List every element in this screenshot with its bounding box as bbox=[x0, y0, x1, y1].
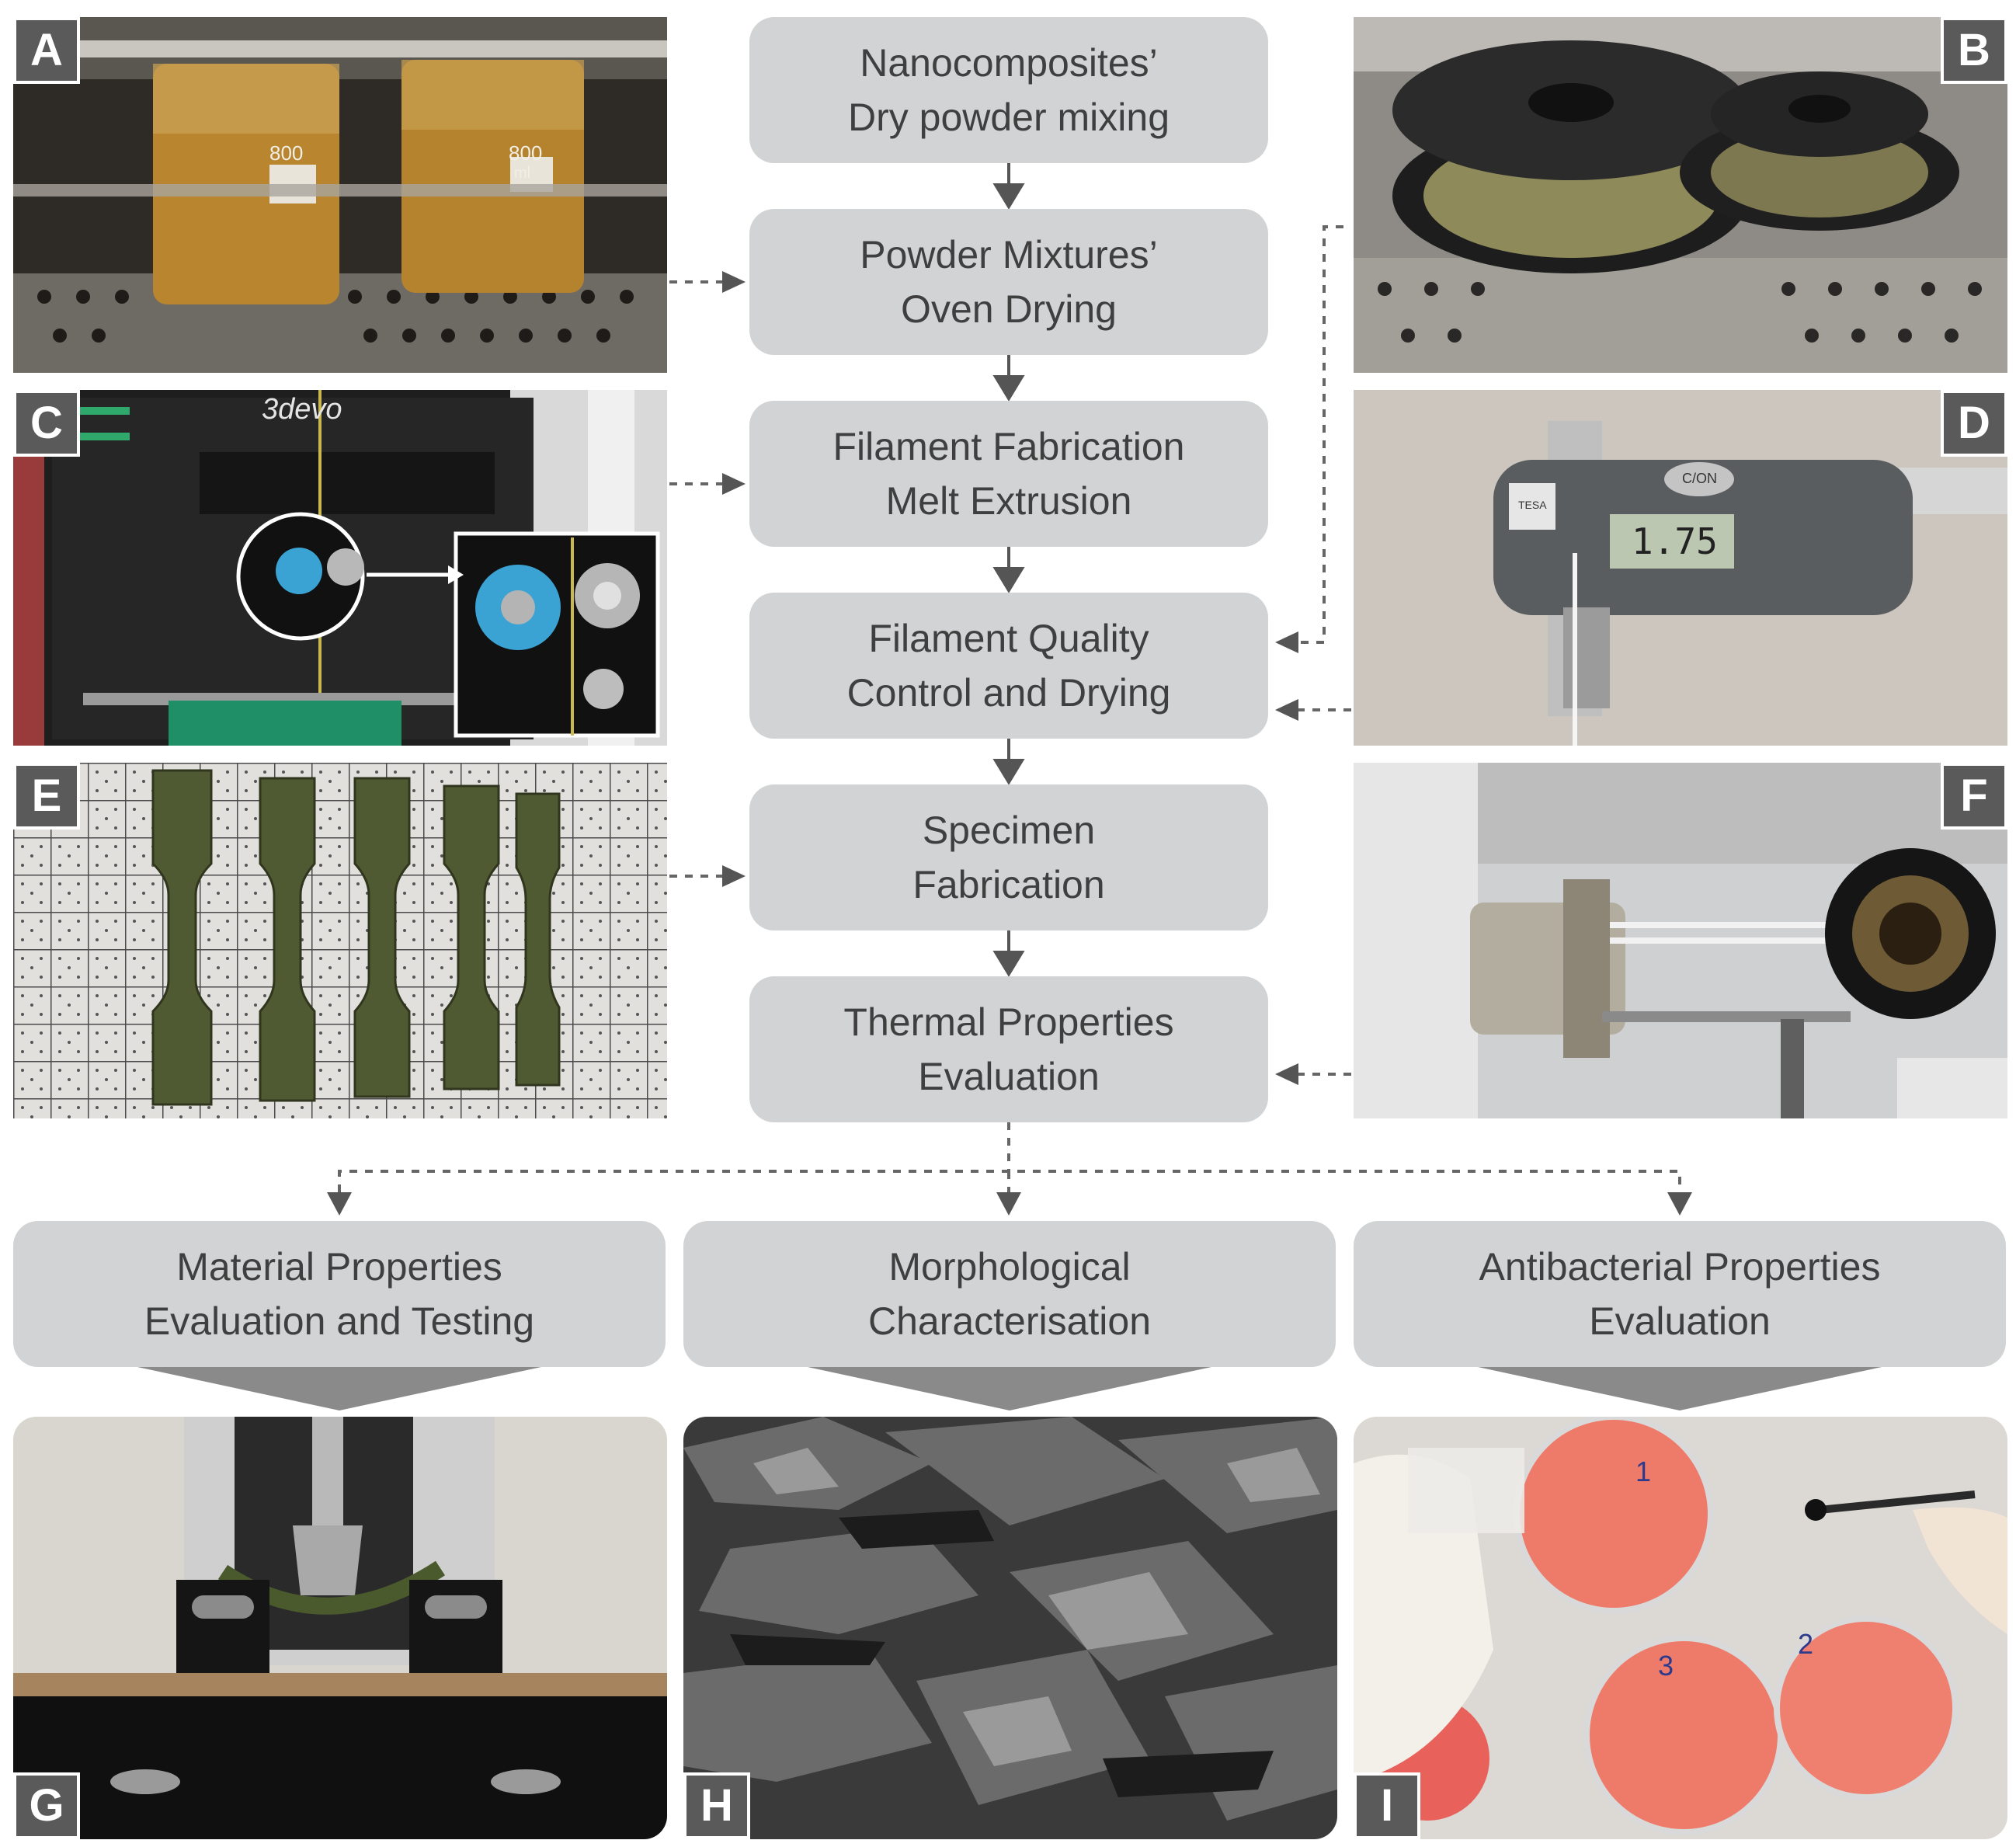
panel-label-f: F bbox=[1941, 763, 2007, 830]
caliper-button-text: C/ON bbox=[1682, 471, 1717, 486]
panel-label-b: B bbox=[1941, 17, 2007, 84]
outcome-1-line-2: Evaluation and Testing bbox=[144, 1299, 535, 1343]
step-filament-fabrication: Filament Fabrication Melt Extrusion bbox=[749, 401, 1268, 547]
outcome-3-line-2: Evaluation bbox=[1589, 1299, 1771, 1343]
extruder-brand-text: 3devo bbox=[262, 393, 342, 426]
outcome-morphological: Morphological Characterisation bbox=[683, 1221, 1336, 1367]
panel-label-e: E bbox=[13, 763, 80, 830]
step-3-line-2: Melt Extrusion bbox=[885, 479, 1132, 523]
step-1-line-2: Dry powder mixing bbox=[847, 96, 1170, 139]
outcome-3-line-1: Antibacterial Properties bbox=[1479, 1245, 1881, 1289]
photo-a-beakers-oven: 800 800 ml bbox=[13, 17, 667, 373]
photo-i-petri-dishes: 1 2 3 bbox=[1354, 1417, 2007, 1839]
panel-label-h: H bbox=[683, 1772, 750, 1839]
step-4-line-1: Filament Quality bbox=[868, 617, 1149, 660]
step-oven-drying: Powder Mixtures’ Oven Drying bbox=[749, 209, 1268, 355]
step-5-line-1: Specimen bbox=[922, 809, 1096, 852]
petri-label-1: 1 bbox=[1635, 1456, 1652, 1487]
panel-label-d: D bbox=[1941, 390, 2007, 457]
step-dry-powder-mixing: Nanocomposites’ Dry powder mixing bbox=[749, 17, 1268, 163]
outcome-antibacterial: Antibacterial Properties Evaluation bbox=[1354, 1221, 2006, 1367]
panel-label-a: A bbox=[13, 17, 80, 84]
photo-d-caliper: 1.75 C/ON TESA bbox=[1354, 390, 2007, 746]
outcome-2-line-2: Characterisation bbox=[867, 1299, 1152, 1343]
photo-h-sem-image bbox=[683, 1417, 1337, 1839]
step-5-line-2: Fabrication bbox=[912, 863, 1105, 906]
caliper-brand-text: TESA bbox=[1518, 499, 1547, 511]
outcome-2-line-1: Morphological bbox=[888, 1245, 1131, 1289]
photo-b-filament-spools bbox=[1354, 17, 2007, 373]
caliper-reading-text: 1.75 bbox=[1632, 520, 1718, 562]
photo-g-bending-test bbox=[13, 1417, 667, 1839]
step-2-line-1: Powder Mixtures’ bbox=[860, 233, 1158, 277]
photo-c-extruder: 3devo bbox=[13, 390, 667, 746]
step-6-line-1: Thermal Properties bbox=[843, 1000, 1174, 1044]
beaker-volume-text-2: 800 bbox=[509, 141, 543, 165]
panel-label-c: C bbox=[13, 390, 80, 457]
petri-label-3: 3 bbox=[1658, 1650, 1674, 1682]
step-3-line-1: Filament Fabrication bbox=[832, 425, 1185, 468]
panel-label-g: G bbox=[13, 1772, 80, 1839]
beaker-volume-text: 800 bbox=[269, 141, 304, 165]
step-4-line-2: Control and Drying bbox=[846, 671, 1171, 715]
step-1-line-1: Nanocomposites’ bbox=[860, 41, 1158, 85]
beaker-unit-text: ml bbox=[514, 165, 531, 182]
outcome-1-line-1: Material Properties bbox=[176, 1245, 502, 1289]
petri-label-2: 2 bbox=[1798, 1628, 1814, 1660]
photo-e-specimens bbox=[13, 763, 667, 1118]
step-specimen-fabrication: Specimen Fabrication bbox=[749, 784, 1268, 930]
outcome-material-properties: Material Properties Evaluation and Testi… bbox=[13, 1221, 666, 1367]
step-2-line-2: Oven Drying bbox=[901, 287, 1117, 331]
step-quality-control: Filament Quality Control and Drying bbox=[749, 593, 1268, 739]
photo-f-thermal-analyzer bbox=[1354, 763, 2007, 1118]
step-6-line-2: Evaluation bbox=[918, 1055, 1100, 1098]
panel-label-i: I bbox=[1354, 1772, 1420, 1839]
step-thermal-evaluation: Thermal Properties Evaluation bbox=[749, 976, 1268, 1122]
